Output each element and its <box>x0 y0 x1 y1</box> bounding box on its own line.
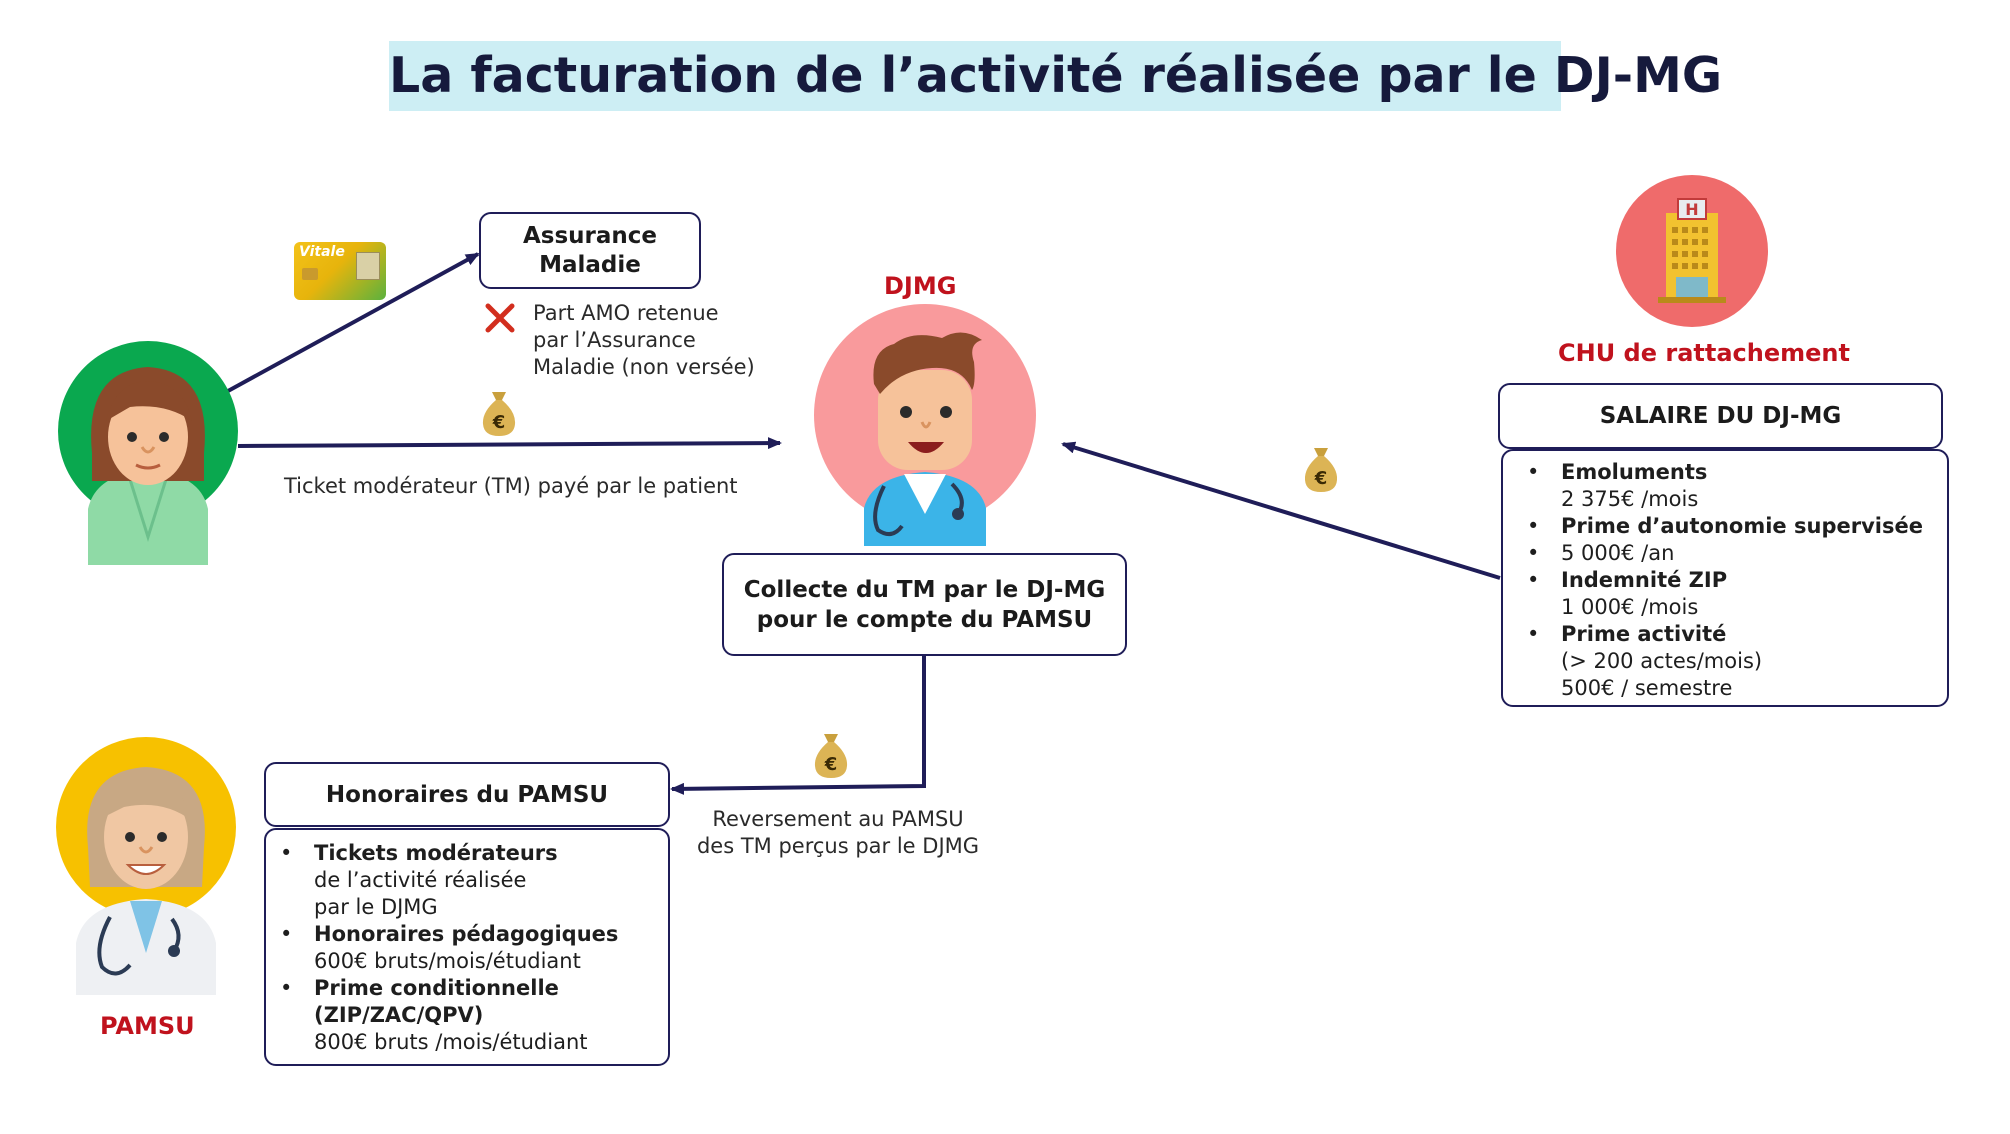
patient-avatar <box>58 341 238 565</box>
reversement-line: des TM perçus par le DJMG <box>696 834 980 858</box>
collecte-box: Collecte du TM par le DJ-MG pour le comp… <box>722 553 1127 656</box>
money-bag-icon: € <box>482 392 516 436</box>
cross-icon <box>485 303 515 333</box>
page-title: La facturation de l’activité réalisée pa… <box>389 41 1722 111</box>
money-bag-symbol: € <box>824 754 838 775</box>
honoraires-title-box: Honoraires du PAMSU <box>264 762 670 827</box>
money-bag-symbol: € <box>1314 468 1328 489</box>
money-bag-icon: € <box>1304 448 1338 492</box>
salaire-item: 5 000€ /an <box>1503 540 1947 567</box>
pamsu-label: PAMSU <box>100 1012 195 1040</box>
amo-note-line: Maladie (non versée) <box>533 355 755 379</box>
money-bag-symbol: € <box>492 412 506 433</box>
amo-note-line: Part AMO retenue <box>533 301 719 325</box>
chu-hospital-icon: H <box>1616 175 1768 327</box>
arrow-patient-to-djmg <box>237 437 782 450</box>
salaire-item: Prime activité(> 200 actes/mois)500€ / s… <box>1503 621 1947 702</box>
vitale-card-icon: Vitale <box>294 242 386 300</box>
salaire-title-box: SALAIRE DU DJ-MG <box>1498 383 1943 449</box>
collecte-line: pour le compte du PAMSU <box>756 606 1093 633</box>
amo-note: Part AMO retenue par l’Assurance Maladie… <box>533 300 755 381</box>
collecte-line: Collecte du TM par le DJ-MG <box>743 576 1106 603</box>
arrow-patient-to-assurance <box>227 252 480 393</box>
salaire-item: Prime d’autonomie supervisée <box>1503 513 1947 540</box>
money-bag-icon: € <box>814 734 848 778</box>
arrow-chu-to-djmg <box>1061 441 1501 580</box>
djmg-label: DJMG <box>884 272 957 300</box>
pamsu-avatar <box>56 737 236 995</box>
reversement-label: Reversement au PAMSU des TM perçus par l… <box>692 806 984 860</box>
chu-label: CHU de rattachement <box>1558 339 1850 367</box>
vitale-card-text: Vitale <box>299 244 345 260</box>
hospital-letter: H <box>1685 200 1698 219</box>
honoraires-item: Prime conditionnelle(ZIP/ZAC/QPV)800€ br… <box>256 975 668 1056</box>
amo-note-line: par l’Assurance <box>533 328 696 352</box>
reversement-line: Reversement au PAMSU <box>712 807 964 831</box>
patient-payment-label: Ticket modérateur (TM) payé par le patie… <box>284 474 738 498</box>
arrow-collecte-to-pamsu <box>670 655 926 795</box>
djmg-avatar <box>814 304 1036 546</box>
assurance-maladie-box: Assurance Maladie <box>479 212 701 289</box>
